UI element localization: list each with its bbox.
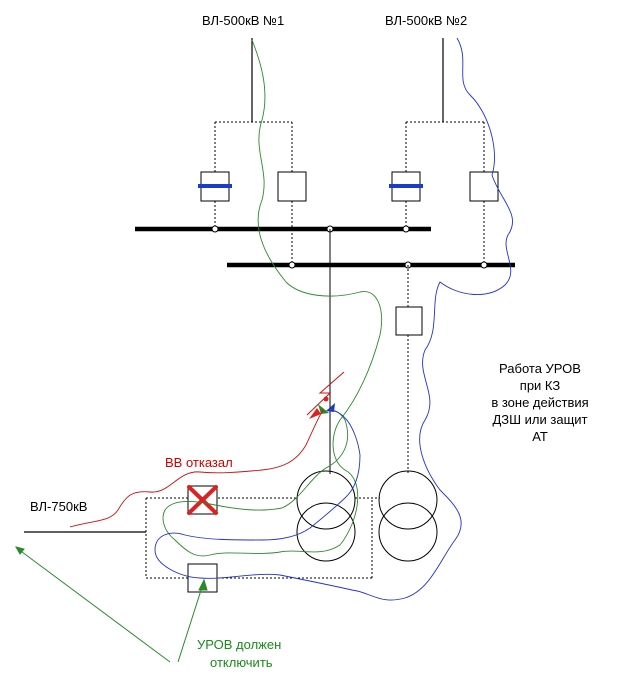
note-line: в зоне действия — [491, 395, 589, 410]
line-1-feeder — [214, 38, 293, 265]
note-line: при КЗ — [519, 378, 561, 393]
red-path — [69, 409, 324, 528]
breaker-l1-bus2 — [277, 171, 307, 202]
breaker-l1-bus1 — [198, 171, 232, 202]
breaker-l2-bus1 — [389, 171, 423, 202]
bus-junction-dots — [211, 225, 488, 269]
breaker-at2 — [395, 306, 423, 336]
breaker-l2-bus2 — [469, 171, 499, 202]
note-line: Работа УРОВ — [499, 361, 581, 376]
line-2-label: ВЛ-500кВ №2 — [385, 13, 468, 28]
ubf-label-line2: отключить — [210, 655, 273, 670]
green-path — [162, 39, 383, 557]
note-line: ДЗШ или защит — [492, 412, 588, 427]
line-1-label: ВЛ-500кВ №1 — [202, 13, 285, 28]
autotransformer-2 — [378, 470, 438, 562]
line-2-feeder — [405, 38, 485, 265]
ubf-note: Работа УРОВ при КЗ в зоне действия ДЗШ и… — [485, 360, 595, 445]
blue-path — [154, 37, 513, 601]
lightning-icon — [306, 371, 345, 419]
ubf-label-line1: УРОВ должен — [197, 637, 282, 652]
ubf-arrows — [14, 546, 208, 663]
autotransformer-1 — [296, 470, 356, 562]
note-line: АТ — [532, 429, 548, 444]
breaker-failed-label: ВВ отказал — [165, 455, 233, 470]
bay-750-frame — [145, 497, 380, 579]
line-750-label: ВЛ-750кВ — [30, 499, 88, 514]
red-x-icon — [187, 485, 218, 515]
